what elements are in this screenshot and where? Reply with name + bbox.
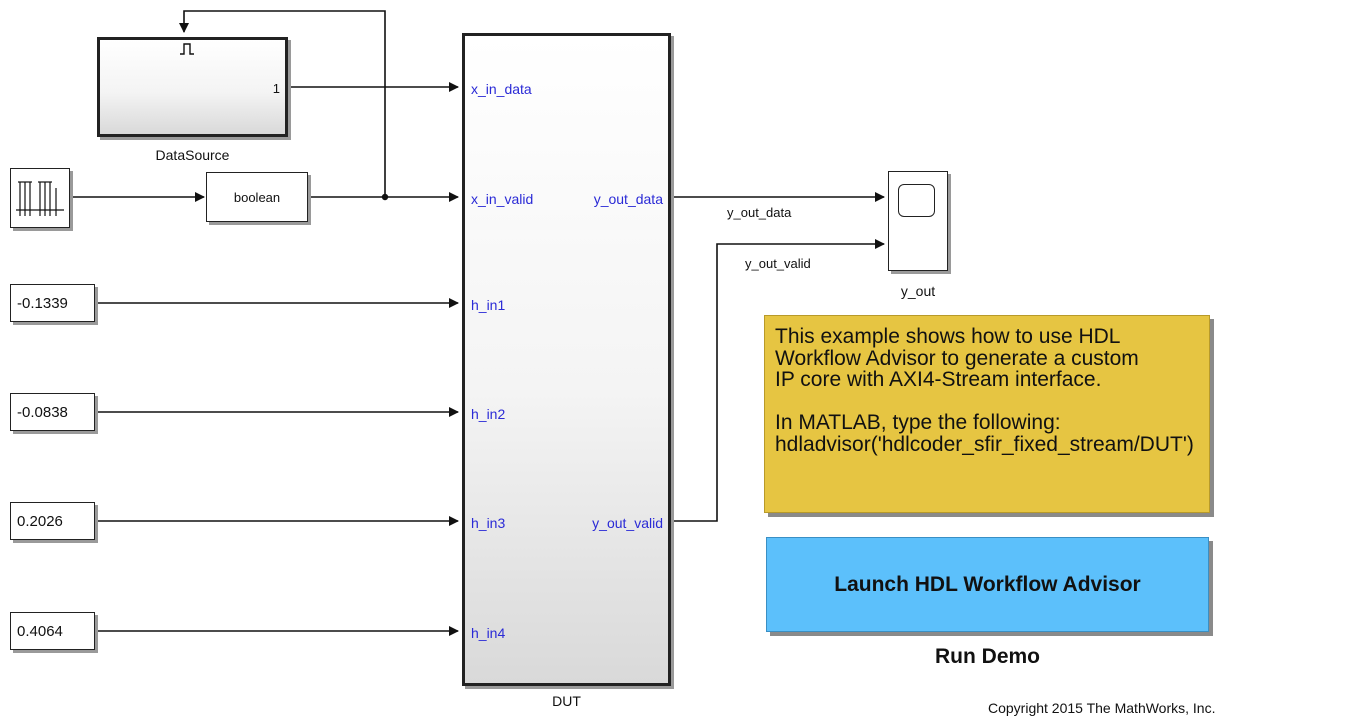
scope-block[interactable] [888,171,948,271]
datasource-block[interactable]: 1 [97,37,288,137]
line-y-out-valid[interactable] [671,239,885,522]
scope-name: y_out [900,283,936,299]
run-demo-label: Run Demo [935,645,1040,668]
annotation-line-6: hdladvisor('hdlcoder_sfir_fixed_stream/D… [775,432,1194,456]
annotation-note: This example shows how to use HDL Workfl… [764,315,1210,513]
constant-h-in1-block[interactable]: -0.1339 [10,284,95,322]
launch-hdl-workflow-advisor-button[interactable]: Launch HDL Workflow Advisor [766,537,1209,632]
dut-port-h-in4: h_in4 [471,625,506,641]
annotation-line-2: Workflow Advisor to generate a custom [775,346,1139,370]
constant-h-in3-block[interactable]: 0.2026 [10,502,95,540]
annotation-line-3: IP core with AXI4-Stream interface. [775,368,1102,391]
dut-port-h-in2: h_in2 [471,406,506,422]
constant-h-in2-block[interactable]: -0.0838 [10,393,95,431]
dut-block[interactable]: x_in_data x_in_valid h_in1 h_in2 h_in3 h… [462,33,671,686]
annotation-line-5: In MATLAB, type the following: [775,411,1061,434]
datasource-name: DataSource [155,147,230,163]
branch-point [381,193,389,201]
signal-label-y-out-valid: y_out_valid [745,256,811,271]
dut-name: DUT [552,693,581,709]
constant-h-in4-value: 0.4064 [17,622,63,640]
dut-port-y-out-data: y_out_data [593,191,663,207]
dut-port-h-in3: h_in3 [471,515,506,531]
annotation-line-1: This example shows how to use HDL [775,325,1121,348]
signal-label-y-out-data: y_out_data [727,205,792,220]
copyright-text: Copyright 2015 The MathWorks, Inc. [988,700,1216,716]
constant-h-in3-value: 0.2026 [17,512,63,530]
annotation-line-4 [775,391,1209,413]
pulse-train-icon [16,181,64,216]
line-valid-feedback[interactable] [179,10,386,197]
dut-port-y-out-valid: y_out_valid [592,515,663,531]
dut-port-x-in-data: x_in_data [471,81,532,97]
constant-h-in4-block[interactable]: 0.4064 [10,612,95,650]
constant-h-in1-value: -0.1339 [17,294,68,312]
datasource-port-label: 1 [272,81,280,96]
enable-port-icon [180,43,194,55]
boolean-conversion-block[interactable]: boolean [206,172,308,222]
scope-screen-icon [898,184,935,217]
constant-h-in2-value: -0.0838 [17,403,68,421]
launch-button-label: Launch HDL Workflow Advisor [834,572,1141,596]
boolean-conversion-label: boolean [233,189,281,205]
dut-port-h-in1: h_in1 [471,297,506,313]
dut-port-x-in-valid: x_in_valid [471,191,534,207]
pulse-generator-block[interactable] [10,168,70,228]
